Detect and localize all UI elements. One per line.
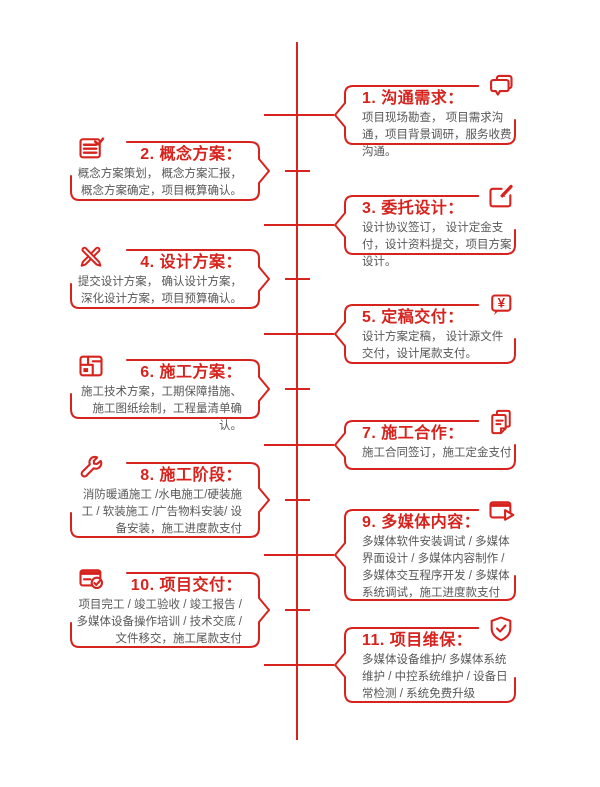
step-desc: 施工合同签订，施工定金支付 <box>362 447 512 459</box>
floor-plan-icon <box>77 352 105 380</box>
step-title: 2. 概念方案： <box>140 146 242 163</box>
step-desc: 设计方案定稿， 设计源文件交付，设计尾款支付。 <box>362 331 504 360</box>
timeline-tick <box>285 499 310 501</box>
chat-bubbles-icon <box>487 73 515 101</box>
timeline-tick <box>285 170 310 172</box>
step-box-2: 2. 概念方案： 概念方案策划， 概念方案汇报，概念方案确定，项目概算确认。 <box>70 137 270 201</box>
timeline-tick <box>264 664 334 666</box>
svg-text:¥: ¥ <box>498 295 506 310</box>
step-desc: 多媒体软件安装调试 / 多媒体界面设计 / 多媒体内容制作 / 多媒体交互程序开… <box>362 536 510 599</box>
step-title: 10. 项目交付： <box>130 577 242 594</box>
timeline-tick <box>285 278 310 280</box>
timeline-tick <box>264 114 334 116</box>
step-box-3: 3. 委托设计： 设计协议签订， 设计定金支付，设计资料提交，项目方案设计。 <box>334 184 516 268</box>
step-desc: 项目现场勘查， 项目需求沟通，项目背景调研，服务收费沟通。 <box>362 112 512 158</box>
step-desc: 施工技术方案，工期保障措施、施工图纸绘制，工程量清单确认。 <box>81 386 242 432</box>
timeline-tick <box>285 388 310 390</box>
step-box-8: 8. 施工阶段： 消防暖通施工 /水电施工/硬装施工 / 软装施工 /广告物料安… <box>70 455 270 538</box>
step-title: 4. 设计方案： <box>140 254 242 271</box>
step-box-7: 7. 施工合作： 施工合同签订，施工定金支付 <box>334 409 516 470</box>
step-desc: 概念方案策划， 概念方案汇报，概念方案确定，项目概算确认。 <box>77 168 242 197</box>
timeline-line <box>296 42 298 740</box>
crossed-pens-icon <box>77 242 105 270</box>
card-check-icon <box>77 565 105 593</box>
step-title: 11. 项目维保： <box>362 632 473 649</box>
step-box-1: 1. 沟通需求： 项目现场勘查， 项目需求沟通，项目背景调研，服务收费沟通。 <box>334 74 516 158</box>
media-play-icon <box>487 497 515 525</box>
step-box-10: 10. 项目交付： 项目完工 / 竣工验收 / 竣工报告 / 多媒体设备操作培训… <box>70 569 270 648</box>
documents-icon <box>487 408 515 436</box>
step-desc: 设计协议签订， 设计定金支付，设计资料提交，项目方案设计。 <box>362 222 512 268</box>
step-desc: 多媒体设备维护/ 多媒体系统维护 / 中控系统维护 / 设备日常检测 / 系统免… <box>362 654 508 700</box>
step-desc: 项目完工 / 竣工验收 / 竣工报告 / 多媒体设备操作培训 / 技术交底 / … <box>76 599 242 645</box>
step-box-5: ¥ 5. 定稿交付： 设计方案定稿， 设计源文件交付，设计尾款支付。 <box>334 294 516 364</box>
step-box-9: 9. 多媒体内容： 多媒体软件安装调试 / 多媒体界面设计 / 多媒体内容制作 … <box>334 501 516 601</box>
timeline-tick <box>285 609 310 611</box>
wrench-icon <box>77 455 105 483</box>
step-title: 3. 委托设计： <box>362 200 464 217</box>
timeline-tick <box>264 554 334 556</box>
memo-check-icon <box>77 134 105 162</box>
step-title: 1. 沟通需求： <box>362 90 464 107</box>
step-title: 6. 施工方案： <box>140 364 242 381</box>
step-box-6: 6. 施工方案： 施工技术方案，工期保障措施、施工图纸绘制，工程量清单确认。 <box>70 355 270 432</box>
step-desc: 提交设计方案， 确认设计方案，深化设计方案，项目预算确认。 <box>77 276 242 305</box>
step-title: 7. 施工合作： <box>362 425 464 442</box>
step-title: 9. 多媒体内容： <box>362 514 481 531</box>
step-title: 8. 施工阶段： <box>140 467 242 484</box>
step-box-4: 4. 设计方案： 提交设计方案， 确认设计方案，深化设计方案，项目预算确认。 <box>70 246 270 309</box>
edit-pencil-icon <box>487 183 515 211</box>
yen-bubble-icon: ¥ <box>487 292 515 320</box>
timeline-tick <box>264 333 334 335</box>
step-box-11: 11. 项目维保： 多媒体设备维护/ 多媒体系统维护 / 中控系统维护 / 设备… <box>334 616 516 703</box>
shield-check-icon <box>487 615 515 643</box>
step-desc: 消防暖通施工 /水电施工/硬装施工 / 软装施工 /广告物料安装/ 设备安装，施… <box>81 489 242 535</box>
timeline-tick <box>264 224 334 226</box>
timeline-tick <box>264 444 334 446</box>
step-title: 5. 定稿交付： <box>362 309 464 326</box>
